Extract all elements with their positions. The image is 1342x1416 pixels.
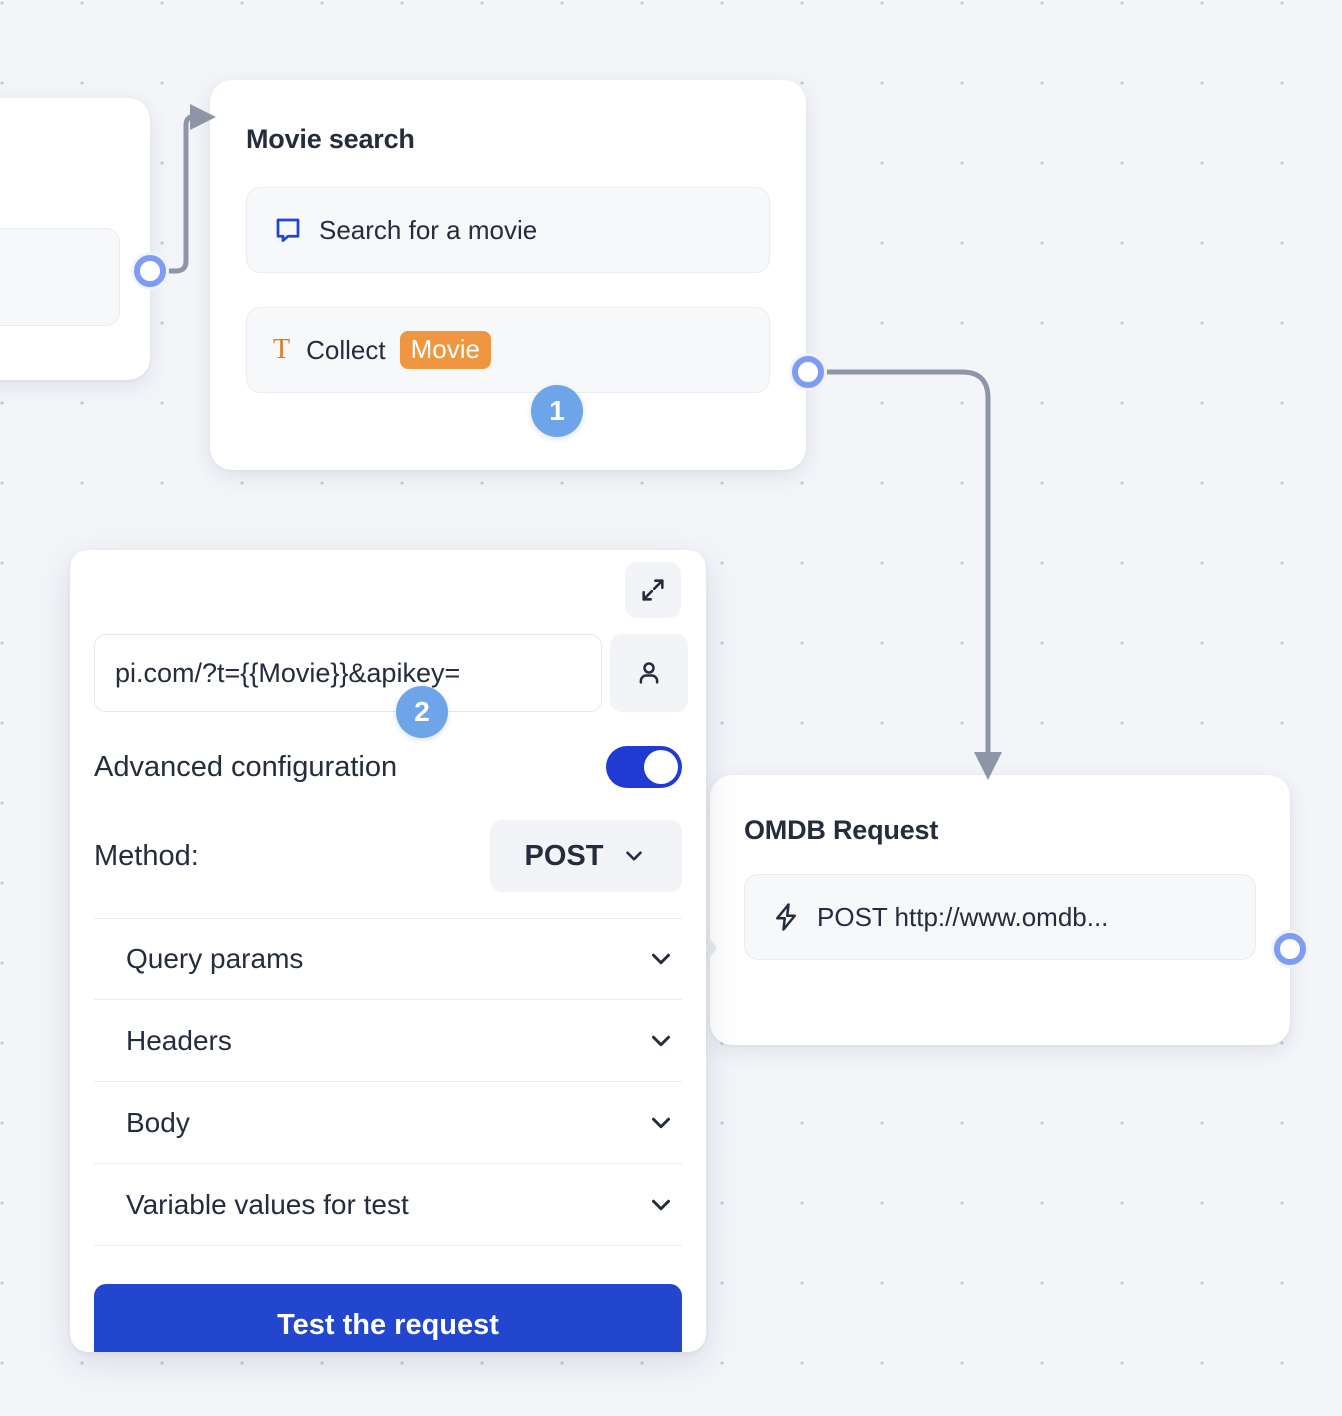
chevron-down-icon[interactable] <box>646 1190 676 1220</box>
step-badge-1: 1 <box>531 385 583 437</box>
person-icon[interactable] <box>610 634 688 712</box>
partial-node-row[interactable] <box>0 228 120 326</box>
method-select[interactable]: POST <box>490 820 682 892</box>
node-omdb-request[interactable]: OMDB Request POST http://www.omdb... <box>710 775 1290 1045</box>
node-title-movie-search: Movie search <box>246 124 415 154</box>
port-omdb-request-output[interactable] <box>1271 930 1309 968</box>
expand-diagonal-icon[interactable] <box>625 562 681 618</box>
method-label: Method: <box>94 839 199 872</box>
test-the-request-button[interactable]: Test the request <box>94 1284 682 1352</box>
port-movie-search-output[interactable] <box>789 353 827 391</box>
accordion-query-params[interactable]: Query params <box>94 918 682 1000</box>
accordion-label: Headers <box>126 1024 232 1056</box>
variable-chip-movie[interactable]: Movie <box>399 331 491 369</box>
accordion-list: Query params Headers Body Variable value… <box>94 918 682 1246</box>
node-row-label: Search for a movie <box>319 214 538 245</box>
method-value: POST <box>524 839 604 872</box>
chevron-down-icon[interactable] <box>646 1026 676 1056</box>
speech-bubble-icon <box>273 215 303 245</box>
accordion-label: Query params <box>126 943 304 974</box>
accordion-headers[interactable]: Headers <box>94 1000 682 1082</box>
accordion-body[interactable]: Body <box>94 1082 682 1164</box>
lightning-bolt-icon <box>771 902 801 932</box>
node-movie-search[interactable]: Movie search Search for a movie T Collec… <box>210 80 806 470</box>
chevron-down-icon[interactable] <box>646 1108 676 1138</box>
accordion-label: Variable values for test <box>126 1188 409 1220</box>
advanced-configuration-row: Advanced configuration <box>94 746 682 788</box>
url-row <box>94 634 688 712</box>
node-row-search-for-a-movie[interactable]: Search for a movie <box>246 187 770 273</box>
port-left-card-output[interactable] <box>131 252 169 290</box>
text-type-icon: T <box>273 334 291 365</box>
request-url-input[interactable] <box>94 634 602 712</box>
chevron-down-icon[interactable] <box>646 944 676 974</box>
chevron-down-icon <box>621 843 647 869</box>
method-row: Method: POST <box>94 820 682 892</box>
advanced-configuration-label: Advanced configuration <box>94 750 398 783</box>
node-row-label: POST http://www.omdb... <box>817 901 1109 932</box>
step-badge-2: 2 <box>396 686 448 738</box>
node-row-collect-movie[interactable]: T Collect Movie <box>246 307 770 393</box>
node-row-label: Collect <box>306 334 386 365</box>
node-row-post-request[interactable]: POST http://www.omdb... <box>744 874 1256 960</box>
accordion-label: Body <box>126 1106 190 1138</box>
advanced-configuration-toggle[interactable] <box>606 746 682 788</box>
partial-node-card[interactable] <box>0 98 150 380</box>
node-title-omdb-request: OMDB Request <box>744 815 939 845</box>
request-config-panel[interactable]: Advanced configuration Method: POST Quer… <box>70 550 706 1352</box>
accordion-variable-values-for-test[interactable]: Variable values for test <box>94 1164 682 1246</box>
